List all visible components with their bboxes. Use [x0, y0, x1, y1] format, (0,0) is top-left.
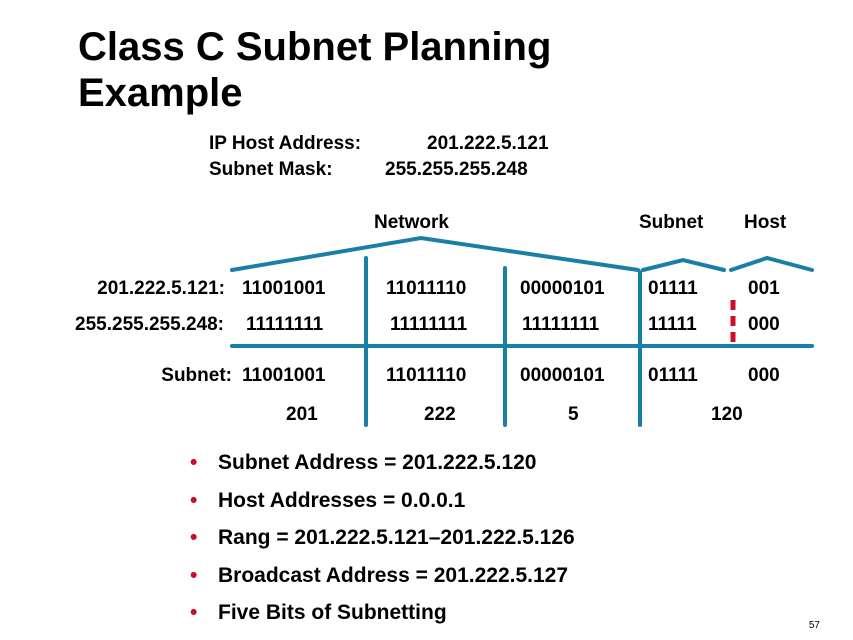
list-item: •Subnet Address = 201.222.5.120 — [190, 444, 575, 482]
header-network: Network — [374, 212, 449, 233]
row2-octet2: 11111111 — [390, 314, 468, 335]
row2-octet1: 11111111 — [246, 314, 324, 335]
decimal-octet4: 120 — [711, 404, 743, 425]
row2-subnet-bits: 11111 — [648, 314, 697, 335]
row1-octet1: 11001001 — [242, 278, 326, 299]
page-number: 57 — [808, 620, 820, 631]
decimal-octet3: 5 — [568, 404, 579, 425]
bullet-icon: • — [190, 526, 198, 549]
row2-octet3: 11111111 — [522, 314, 600, 335]
mask-value: 255.255.255.248 — [385, 159, 528, 180]
list-item: •Five Bits of Subnetting — [190, 594, 575, 632]
network-brace — [230, 235, 640, 272]
list-item: •Rang = 201.222.5.121–201.222.5.126 — [190, 519, 575, 557]
host-brace — [729, 255, 814, 272]
row3-octet3: 00000101 — [520, 365, 605, 386]
bullet-icon: • — [190, 601, 198, 624]
row1-host-bits: 001 — [748, 278, 780, 299]
bullet-icon: • — [190, 563, 198, 587]
row3-host-bits: 000 — [748, 365, 780, 386]
bullet-icon: • — [190, 451, 198, 474]
row-label-host-ip: 201.222.5.121: — [97, 278, 225, 299]
row3-subnet-bits: 01111 — [648, 365, 698, 386]
row3-octet2: 11011110 — [386, 365, 467, 386]
row1-octet3: 00000101 — [520, 278, 605, 299]
list-item: •Broadcast Address = 201.222.5.127 — [190, 557, 575, 595]
ip-host-label: IP Host Address: — [209, 133, 362, 154]
list-item: •Host Addresses = 0.0.0.1 — [190, 482, 575, 520]
row-label-mask: 255.255.255.248: — [75, 314, 224, 335]
mask-label: Subnet Mask: — [209, 159, 333, 180]
decimal-octet1: 201 — [286, 404, 318, 425]
row1-subnet-bits: 01111 — [648, 278, 698, 299]
bullet-icon: • — [190, 488, 198, 512]
row2-host-bits: 000 — [748, 314, 780, 335]
subnet-brace — [641, 257, 726, 272]
ip-host-value: 201.222.5.121 — [427, 133, 549, 154]
decimal-octet2: 222 — [424, 404, 456, 425]
title-line-1: Class C Subnet Planning — [78, 25, 552, 69]
header-subnet: Subnet — [639, 212, 704, 233]
page-title: Class C Subnet Planning Example — [78, 24, 551, 116]
row3-octet1: 11001001 — [242, 365, 326, 386]
row1-octet2: 11011110 — [386, 278, 467, 299]
summary-list: •Subnet Address = 201.222.5.120 •Host Ad… — [190, 444, 575, 632]
title-line-2: Example — [78, 71, 243, 115]
header-host: Host — [744, 212, 787, 233]
row-label-subnet: Subnet: — [161, 365, 232, 386]
